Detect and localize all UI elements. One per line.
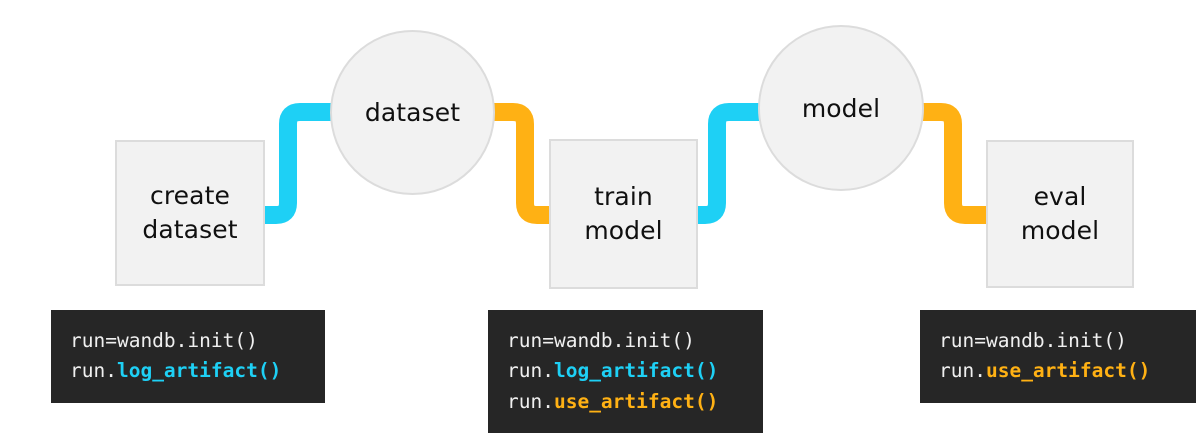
code-token-prefix: run. [507,359,554,383]
code-line: run=wandb.init() [939,326,1178,356]
code-block-eval-model: run=wandb.init() run.use_artifact() [920,310,1196,403]
code-token-call: use_artifact() [553,389,719,413]
node-dataset-artifact-label: dataset [364,98,461,127]
node-eval-model[interactable]: eval model [986,140,1134,288]
code-line: run=wandb.init() [70,326,307,356]
code-token-prefix: run. [70,359,117,383]
code-line: run=wandb.init() [507,326,745,356]
node-model-artifact-label: model [801,93,881,123]
code-line: run.use_artifact() [939,356,1178,386]
node-model-artifact[interactable]: model [758,25,924,191]
node-eval-model-label: eval model [1020,181,1100,246]
code-token-prefix: run. [939,359,986,383]
code-token-prefix: run=wandb.init() [507,329,695,352]
node-create-dataset-label: create dataset [142,180,238,245]
code-token-call: log_artifact() [116,359,282,383]
node-create-dataset[interactable]: create dataset [115,140,265,286]
code-token-call: log_artifact() [553,359,719,383]
node-train-model-label: train model [584,181,663,246]
code-token-prefix: run=wandb.init() [939,329,1127,352]
code-token-prefix: run. [507,389,554,413]
code-token-call: use_artifact() [985,359,1151,383]
node-dataset-artifact[interactable]: dataset [330,30,495,195]
code-line: run.log_artifact() [507,356,745,386]
node-train-model[interactable]: train model [549,139,698,289]
edge-dataset-to-train [487,103,556,224]
code-block-train-model: run=wandb.init() run.log_artifact() run.… [488,310,763,434]
code-block-create-dataset: run=wandb.init() run.log_artifact() [51,310,325,403]
edge-model-to-eval [912,103,990,224]
code-token-prefix: run=wandb.init() [70,329,258,352]
code-line: run.use_artifact() [507,387,745,417]
code-line: run.log_artifact() [70,356,307,386]
